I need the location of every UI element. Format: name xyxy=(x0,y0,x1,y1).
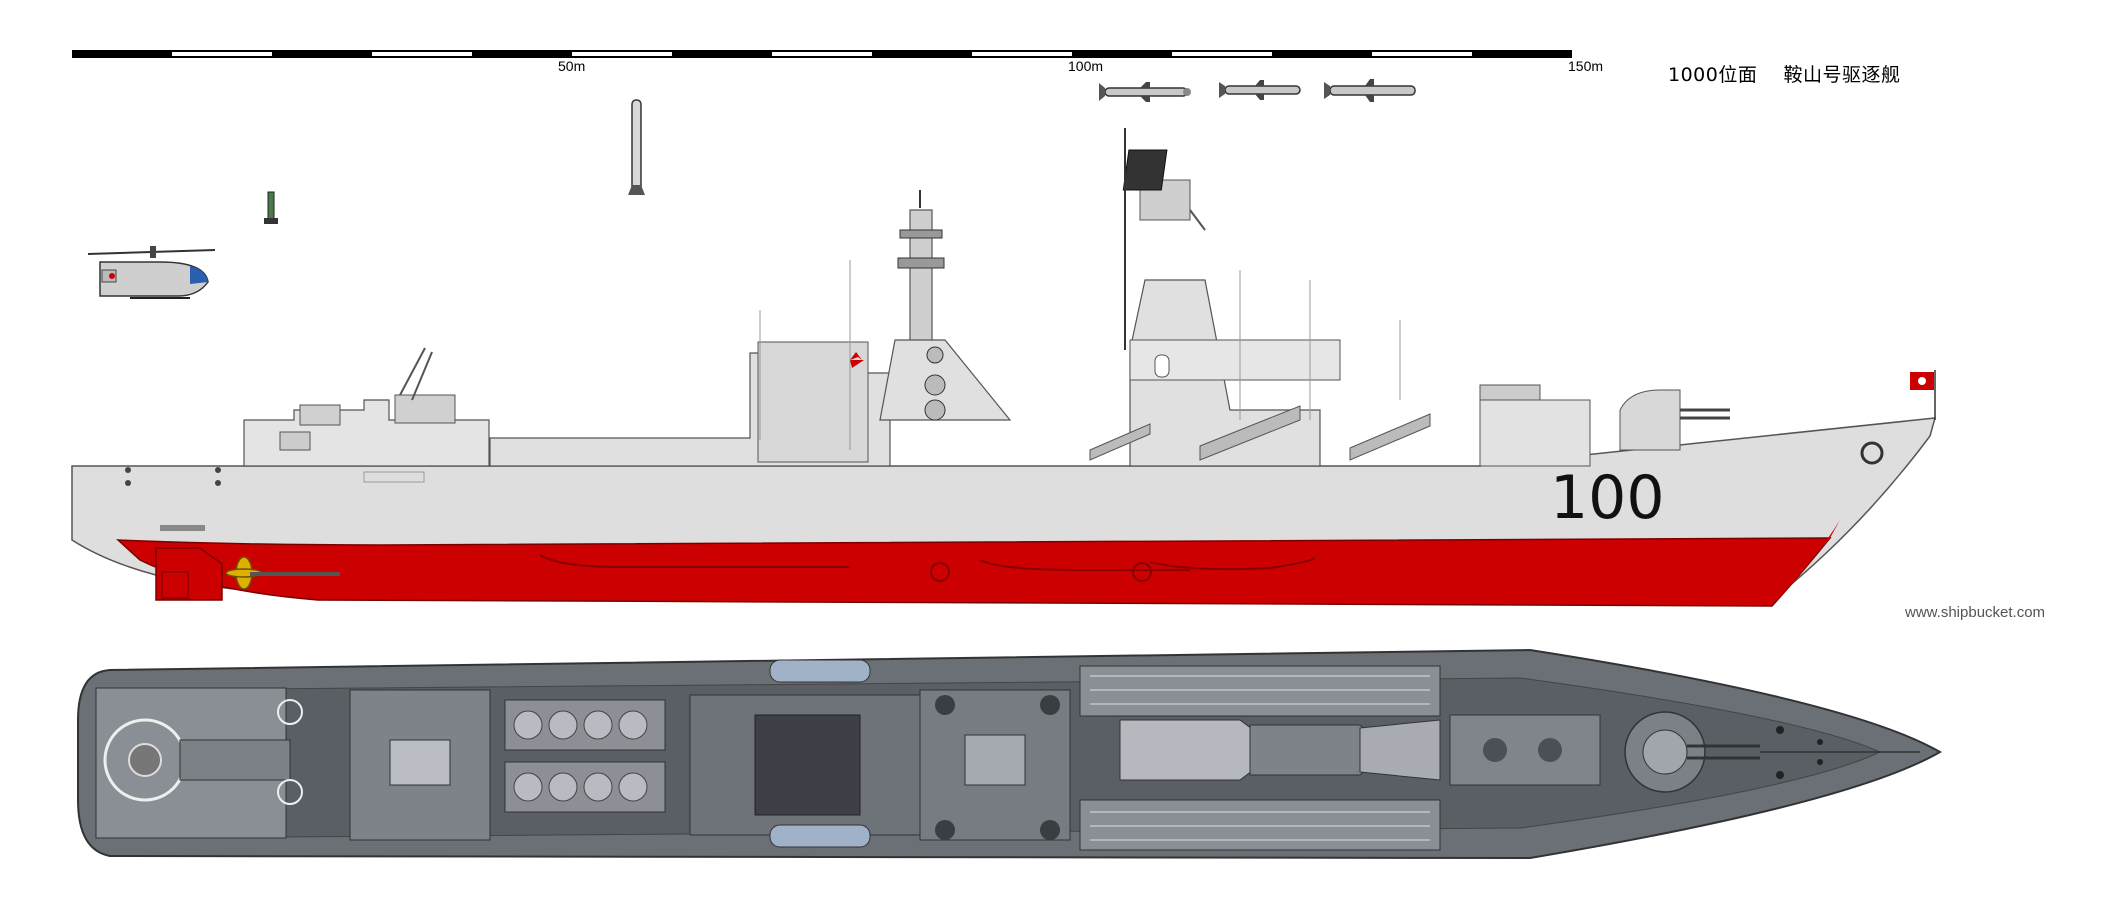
ship-plan-view xyxy=(77,648,1943,860)
hull-number: 100 xyxy=(1550,463,1665,533)
title-ship-name: 鞍山号驱逐舰 xyxy=(1783,64,1901,86)
missile-icon xyxy=(1099,82,1191,102)
flag-icon xyxy=(1910,370,1936,420)
launcher-racks xyxy=(1079,665,1441,851)
scale-label-50m: 50m xyxy=(558,58,586,74)
drawing-title: 1000位面 鞍山号驱逐舰 xyxy=(1668,60,1901,87)
helicopter-icon xyxy=(87,246,216,299)
missile-icon xyxy=(1219,80,1301,100)
missile-icon xyxy=(264,191,278,224)
launcher-cells xyxy=(504,699,666,813)
missile-icon xyxy=(1324,79,1416,102)
ship-profile: 100 xyxy=(71,128,1937,607)
scale-bar xyxy=(72,50,1572,58)
missile-icon xyxy=(628,99,645,195)
scale-label-150m: 150m xyxy=(1568,58,1604,74)
title-code: 1000位面 xyxy=(1668,64,1758,86)
watermark: www.shipbucket.com xyxy=(1905,604,2046,621)
scale-label-100m: 100m xyxy=(1068,58,1104,74)
